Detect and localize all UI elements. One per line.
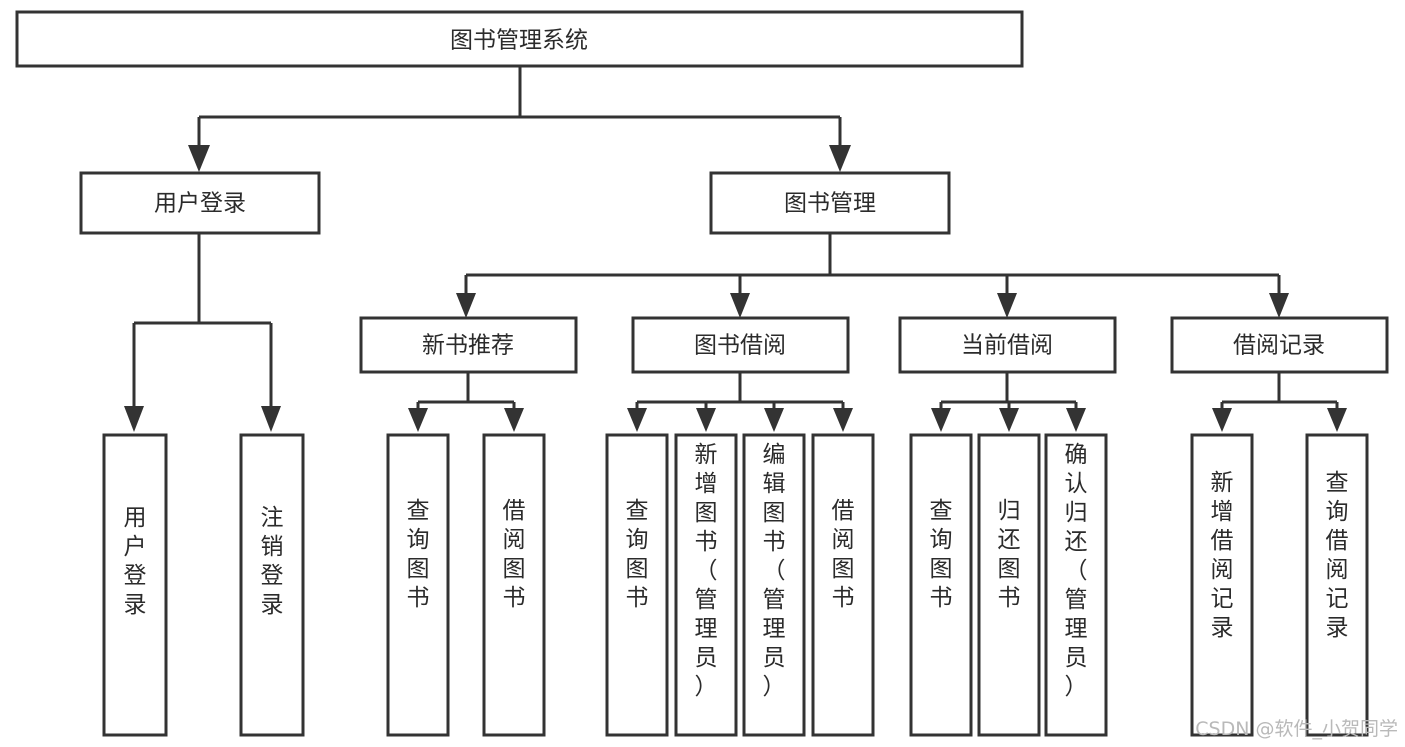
node-leaf-return-book[interactable]: 归还图书 [977,433,1041,737]
arrow-head-leaf-logout [261,406,281,432]
node-leaf-query-book-2-box[interactable] [605,433,669,737]
node-leaf-borrow-book-2-label: 借阅图书 [832,498,855,611]
arrow-head-newbook [456,293,476,318]
node-leaf-confirm-return[interactable]: 确认归还（管理员） [1044,433,1108,737]
node-leaf-return-book-label: 归还图书 [998,498,1021,611]
node-new-book-recommend[interactable]: 新书推荐 [359,316,578,374]
arrow-head-leaf-add-book [696,408,716,432]
node-book-management-label: 图书管理 [784,191,876,217]
node-borrow-record[interactable]: 借阅记录 [1170,316,1389,374]
node-book-management[interactable]: 图书管理 [709,171,951,235]
node-current-borrow-label: 当前借阅 [961,333,1053,359]
arrow-head-leaf-query-book-3 [931,408,951,432]
node-leaf-logout-label: 注销登录 [261,505,284,618]
node-leaf-query-book-1-label: 查询图书 [407,498,430,611]
arrow-head-leaf-query-book-1 [408,408,428,432]
node-leaf-query-book-2-label: 查询图书 [626,498,649,611]
arrow-head-bookmgmt [829,145,851,172]
arrow-head-leaf-borrow-book-1 [504,408,524,432]
node-leaf-logout-box[interactable] [239,433,305,737]
node-leaf-query-book-3-label: 查询图书 [930,498,953,611]
connector-layer [124,66,1347,432]
node-leaf-query-record-box[interactable] [1305,433,1369,737]
node-leaf-add-record-box[interactable] [1190,433,1254,737]
node-leaf-user-login-label: 用户登录 [124,505,147,618]
node-leaf-edit-book-label: 编辑图书（管理员） [763,442,786,700]
node-borrow-record-box[interactable] [1170,316,1389,374]
csdn-watermark: CSDN @软件_小贺同学 [1195,718,1398,740]
node-leaf-query-book-3-box[interactable] [909,433,973,737]
node-leaf-user-login-box[interactable] [102,433,168,737]
node-new-book-recommend-label: 新书推荐 [422,333,514,359]
arrow-head-leaf-add-record [1212,408,1232,432]
arrow-head-leaf-user-login [124,406,144,432]
arrow-head-currentborrow [997,293,1017,318]
node-leaf-borrow-book-2-box[interactable] [811,433,875,737]
node-user-login[interactable]: 用户登录 [79,171,321,235]
node-root-label: 图书管理系统 [450,28,588,54]
arrow-head-leaf-query-book-2 [627,408,647,432]
node-book-management-box[interactable] [709,171,951,235]
node-borrow-record-label: 借阅记录 [1233,333,1325,359]
node-leaf-edit-book-box[interactable] [742,433,806,737]
node-leaf-query-book-3[interactable]: 查询图书 [909,433,973,737]
arrow-head-userlogin [188,145,210,172]
node-leaf-query-book-1[interactable]: 查询图书 [386,433,450,737]
node-leaf-add-record[interactable]: 新增借阅记录 [1190,433,1254,737]
arrow-head-leaf-edit-book [764,408,784,432]
node-leaf-query-record[interactable]: 查询借阅记录 [1305,433,1369,737]
node-new-book-recommend-box[interactable] [359,316,578,374]
arrow-head-leaf-return-book [999,408,1019,432]
node-leaf-confirm-return-box[interactable] [1044,433,1108,737]
node-leaf-borrow-book-1-box[interactable] [482,433,546,737]
arrow-head-bookborrow [730,293,750,318]
node-book-borrow[interactable]: 图书借阅 [631,316,850,374]
node-current-borrow[interactable]: 当前借阅 [898,316,1117,374]
arrow-head-leaf-confirm-return [1066,408,1086,432]
node-leaf-query-book-2[interactable]: 查询图书 [605,433,669,737]
node-leaf-query-record-label: 查询借阅记录 [1326,470,1349,641]
node-leaf-add-record-label: 新增借阅记录 [1211,470,1234,641]
node-leaf-borrow-book-1[interactable]: 借阅图书 [482,433,546,737]
node-book-borrow-box[interactable] [631,316,850,374]
arrow-head-leaf-query-record [1327,408,1347,432]
node-leaf-user-login[interactable]: 用户登录 [102,433,168,737]
node-leaf-borrow-book-2[interactable]: 借阅图书 [811,433,875,737]
node-leaf-confirm-return-label: 确认归还（管理员） [1065,442,1088,700]
node-leaf-borrow-book-1-label: 借阅图书 [503,498,526,611]
arrow-head-borrowrecord [1269,293,1289,318]
node-user-login-box[interactable] [79,171,321,235]
node-leaf-return-book-box[interactable] [977,433,1041,737]
node-root[interactable]: 图书管理系统 [15,10,1024,68]
node-leaf-add-book[interactable]: 新增图书（管理员） [674,433,738,737]
node-leaf-add-book-box[interactable] [674,433,738,737]
node-leaf-logout[interactable]: 注销登录 [239,433,305,737]
node-leaf-edit-book[interactable]: 编辑图书（管理员） [742,433,806,737]
node-leaf-query-book-1-box[interactable] [386,433,450,737]
node-leaf-add-book-label: 新增图书（管理员） [695,442,718,700]
node-user-login-label: 用户登录 [154,191,246,217]
node-current-borrow-box[interactable] [898,316,1117,374]
node-book-borrow-label: 图书借阅 [694,333,786,359]
arrow-head-leaf-borrow-book-2 [833,408,853,432]
node-root-box[interactable] [15,10,1024,68]
